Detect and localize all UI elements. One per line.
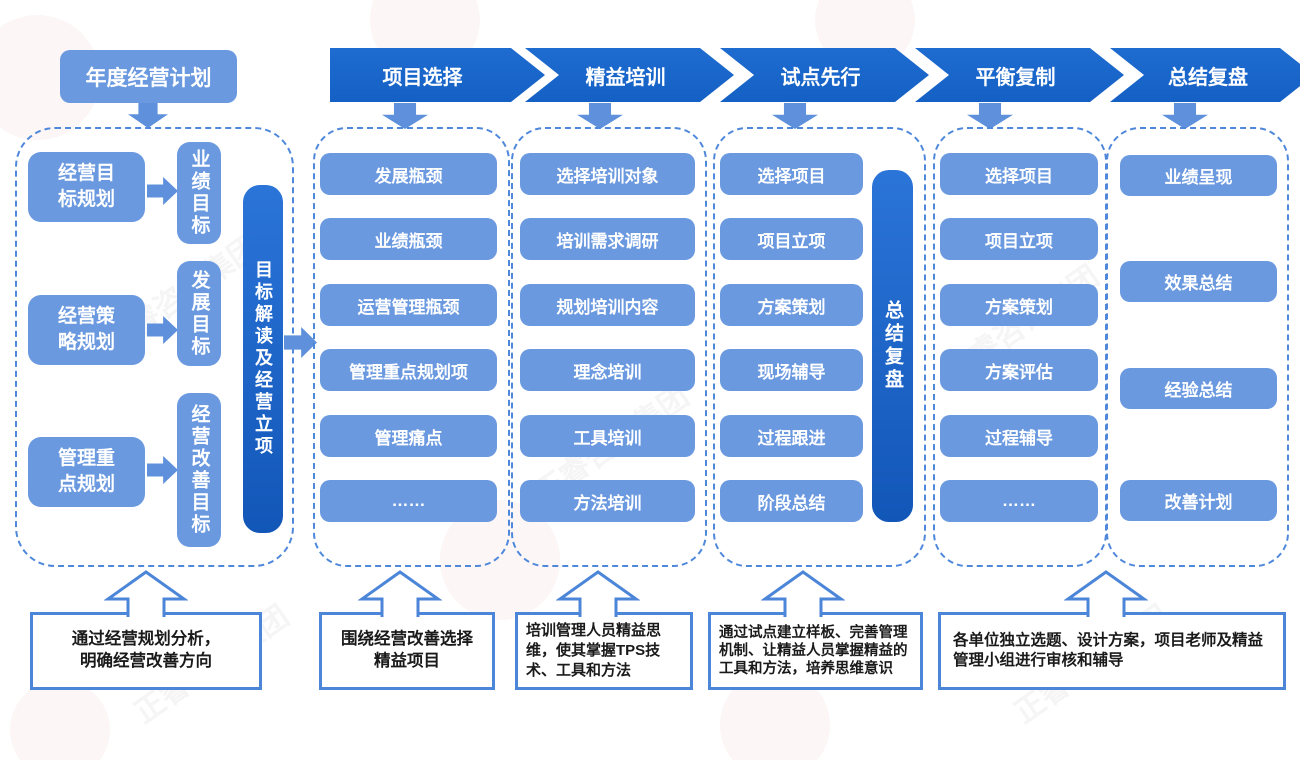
up-arrow-icon: [1064, 570, 1148, 617]
note-box: 通过试点建立样板、完善管理机制、让精益人员掌握精益的工具和方法，培养思维意识: [708, 612, 923, 690]
up-arrow-icon: [358, 570, 442, 617]
process-step-box: 理念培训: [520, 349, 695, 391]
down-arrow-icon: [1162, 103, 1208, 129]
process-step-box: 管理痛点: [320, 415, 497, 457]
process-step-box: 现场辅导: [720, 349, 863, 391]
up-arrow-icon: [761, 570, 845, 617]
column-project-selection: [313, 127, 510, 567]
planning-box-goal: 经营目 标规划: [28, 152, 145, 222]
process-step-box: 效果总结: [1120, 261, 1277, 302]
planning-target-performance: 业绩目标: [177, 142, 221, 244]
pilot-sidebar-summary-review: 总结复盘: [872, 170, 913, 522]
process-step-box: ……: [940, 480, 1098, 522]
process-step-box: 发展瓶颈: [320, 153, 497, 195]
stage-banner-project-selection: 项目选择: [330, 48, 545, 102]
process-step-box: 工具培训: [520, 415, 695, 457]
up-arrow-icon: [556, 570, 640, 617]
note-box: 培训管理人员精益思维，使其掌握TPS技术、工具和方法: [515, 612, 693, 690]
stage-banner-lean-training: 精益培训: [525, 48, 734, 102]
column-pilot-first: [713, 127, 926, 567]
down-arrow-icon: [382, 103, 428, 129]
process-step-box: 方案评估: [940, 349, 1098, 391]
stage-banner-balanced-replication: 平衡复制: [915, 48, 1124, 102]
process-step-box: 改善计划: [1120, 480, 1277, 521]
process-step-box: 业绩呈现: [1120, 155, 1277, 196]
note-box: 通过经营规划分析， 明确经营改善方向: [30, 612, 262, 690]
process-step-box: 项目立项: [940, 218, 1098, 260]
process-step-box: 方法培训: [520, 480, 695, 522]
planning-sidebar-goal-interpretation: 目标解读及经营立项: [243, 185, 283, 533]
column-summary-review: [1106, 127, 1289, 567]
process-step-box: 业绩瓶颈: [320, 218, 497, 260]
process-step-box: 选择培训对象: [520, 153, 695, 195]
process-step-box: 运营管理瓶颈: [320, 284, 497, 326]
watermark-circle: [10, 680, 110, 760]
down-arrow-icon: [577, 103, 623, 129]
process-step-box: 阶段总结: [720, 480, 863, 522]
stage-banner-summary-review: 总结复盘: [1110, 48, 1300, 102]
column-lean-training: [511, 127, 707, 567]
up-arrow-icon: [104, 570, 188, 617]
process-step-box: 项目立项: [720, 218, 863, 260]
down-arrow-icon: [967, 103, 1013, 129]
planning-target-development: 发展目标: [177, 261, 221, 366]
process-step-box: 方案策划: [940, 284, 1098, 326]
process-step-box: 管理重点规划项: [320, 349, 497, 391]
note-box: 围绕经营改善选择 精益项目: [319, 612, 495, 690]
process-step-box: 过程辅导: [940, 415, 1098, 457]
annual-plan-title: 年度经营计划: [60, 50, 237, 103]
planning-box-key-management: 管理重 点规划: [28, 437, 145, 507]
down-arrow-icon: [772, 103, 818, 129]
stage-banner-pilot-first: 试点先行: [720, 48, 929, 102]
planning-box-strategy: 经营策 略规划: [28, 295, 145, 365]
process-step-box: 选择项目: [940, 153, 1098, 195]
process-step-box: 方案策划: [720, 284, 863, 326]
process-step-box: 选择项目: [720, 153, 863, 195]
process-step-box: 规划培训内容: [520, 284, 695, 326]
process-step-box: ……: [320, 480, 497, 522]
planning-target-improvement: 经营改善目标: [177, 393, 221, 547]
process-step-box: 经验总结: [1120, 368, 1277, 409]
process-step-box: 培训需求调研: [520, 218, 695, 260]
process-step-box: 过程跟进: [720, 415, 863, 457]
down-arrow-icon: [128, 103, 168, 128]
note-box: 各单位独立选题、设计方案，项目老师及精益管理小组进行审核和辅导: [938, 612, 1286, 690]
